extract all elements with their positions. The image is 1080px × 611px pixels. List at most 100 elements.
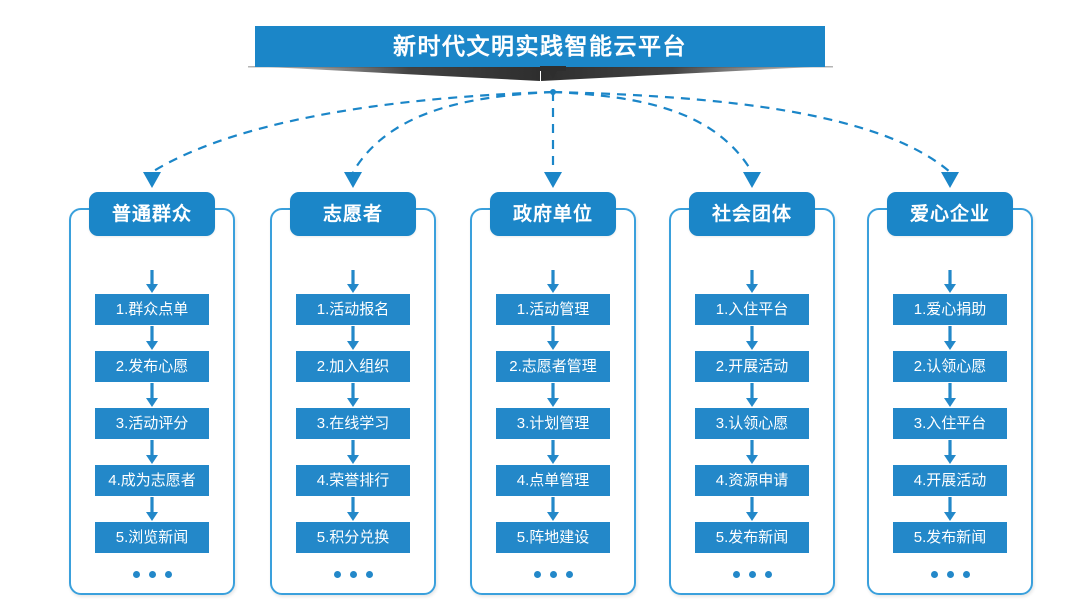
arrow-down-icon	[270, 382, 436, 408]
flow-step-label: 2.认领心愿	[913, 358, 987, 375]
flow-step: 2.开展活动	[669, 351, 835, 382]
flow-step-button[interactable]: 1.入住平台	[695, 294, 809, 325]
column-header-badge-volunteer[interactable]: 志愿者	[290, 192, 416, 236]
arrow-down-icon	[867, 382, 1033, 408]
arrow-down-icon	[669, 325, 835, 351]
ellipsis-dot	[764, 570, 772, 578]
flow-step-button[interactable]: 3.认领心愿	[695, 408, 809, 439]
flow-step-button[interactable]: 2.认领心愿	[893, 351, 1007, 382]
column-header-badge-public[interactable]: 普通群众	[89, 192, 215, 236]
flow-step-button[interactable]: 3.入住平台	[893, 408, 1007, 439]
flow-step-button[interactable]: 3.计划管理	[496, 408, 610, 439]
arrow-down-icon	[669, 439, 835, 465]
column-volunteer: 志愿者 1.活动报名 2.加入组织 3.在线学习 4.荣誉排行 5.积分兑换	[270, 192, 436, 595]
arrow-down-icon	[270, 439, 436, 465]
flow-step: 3.在线学习	[270, 408, 436, 439]
flow-step-label: 2.志愿者管理	[509, 358, 597, 375]
more-items-ellipsis	[470, 553, 636, 595]
flow-step: 3.入住平台	[867, 408, 1033, 439]
arrow-down-icon	[867, 325, 1033, 351]
arrow-down-icon	[69, 496, 235, 522]
more-items-ellipsis	[69, 553, 235, 595]
column-header-label: 政府单位	[512, 203, 593, 225]
flow-step-button[interactable]: 2.发布心愿	[95, 351, 209, 382]
page-title: 新时代文明实践智能云平台	[393, 33, 687, 59]
flow-step-label: 3.认领心愿	[715, 415, 789, 432]
flow-step: 5.发布新闻	[669, 522, 835, 553]
more-items-ellipsis	[867, 553, 1033, 595]
flow-step-button[interactable]: 2.志愿者管理	[496, 351, 610, 382]
flow-step: 2.认领心愿	[867, 351, 1033, 382]
more-items-ellipsis	[270, 553, 436, 595]
ellipsis-dot	[565, 570, 573, 578]
flow-step-button[interactable]: 4.资源申请	[695, 465, 809, 496]
flow-step-label: 5.发布新闻	[715, 529, 789, 546]
caret-down-icon	[540, 66, 566, 88]
arrow-down-icon	[867, 496, 1033, 522]
flow-step-button[interactable]: 4.荣誉排行	[296, 465, 410, 496]
arrow-down-icon	[669, 270, 835, 294]
flow-step: 4.成为志愿者	[69, 465, 235, 496]
flow-step: 4.点单管理	[470, 465, 636, 496]
column-item-list: 1.群众点单 2.发布心愿 3.活动评分 4.成为志愿者 5.浏览新闻	[69, 270, 235, 595]
arrow-down-icon	[470, 439, 636, 465]
flow-step-button[interactable]: 4.开展活动	[893, 465, 1007, 496]
ellipsis-dot	[748, 570, 756, 578]
column-header-badge-social-group[interactable]: 社会团体	[689, 192, 815, 236]
ellipsis-dot	[930, 570, 938, 578]
arrow-down-icon	[470, 496, 636, 522]
flow-step-button[interactable]: 3.活动评分	[95, 408, 209, 439]
flow-step-label: 2.发布心愿	[115, 358, 189, 375]
flow-step-label: 5.阵地建设	[516, 529, 590, 546]
flow-step-label: 5.积分兑换	[316, 529, 390, 546]
column-header-label: 社会团体	[711, 203, 792, 225]
flow-step: 3.计划管理	[470, 408, 636, 439]
ellipsis-dot	[962, 570, 970, 578]
column-header-label: 志愿者	[322, 203, 383, 225]
flow-step-label: 5.浏览新闻	[115, 529, 189, 546]
flow-step-button[interactable]: 4.成为志愿者	[95, 465, 209, 496]
column-item-list: 1.活动报名 2.加入组织 3.在线学习 4.荣誉排行 5.积分兑换	[270, 270, 436, 595]
arrow-down-icon	[69, 325, 235, 351]
flow-step-label: 4.开展活动	[913, 472, 987, 489]
flow-step-label: 2.开展活动	[715, 358, 789, 375]
arrow-down-icon	[470, 325, 636, 351]
flow-step: 5.阵地建设	[470, 522, 636, 553]
flow-step: 1.入住平台	[669, 294, 835, 325]
arrow-down-icon	[69, 382, 235, 408]
column-header-badge-government[interactable]: 政府单位	[490, 192, 616, 236]
column-header-badge-enterprise[interactable]: 爱心企业	[887, 192, 1013, 236]
arrow-down-icon	[470, 382, 636, 408]
flow-step-button[interactable]: 2.开展活动	[695, 351, 809, 382]
flow-step-button[interactable]: 1.活动报名	[296, 294, 410, 325]
flow-step-button[interactable]: 1.群众点单	[95, 294, 209, 325]
flow-step-button[interactable]: 5.浏览新闻	[95, 522, 209, 553]
flow-step-label: 1.活动管理	[516, 301, 590, 318]
flow-step-button[interactable]: 5.阵地建设	[496, 522, 610, 553]
ellipsis-dot	[365, 570, 373, 578]
flow-step-button[interactable]: 5.积分兑换	[296, 522, 410, 553]
arrow-down-icon	[867, 439, 1033, 465]
arrow-down-icon	[470, 270, 636, 294]
flow-step-label: 2.加入组织	[316, 358, 390, 375]
flow-step-label: 3.计划管理	[516, 415, 590, 432]
flow-step-button[interactable]: 5.发布新闻	[893, 522, 1007, 553]
flow-step-button[interactable]: 5.发布新闻	[695, 522, 809, 553]
flow-step-button[interactable]: 1.活动管理	[496, 294, 610, 325]
flow-step-button[interactable]: 2.加入组织	[296, 351, 410, 382]
column-header-label: 爱心企业	[909, 203, 990, 225]
column-public: 普通群众 1.群众点单 2.发布心愿 3.活动评分 4.成为志愿者 5.浏览新闻	[69, 192, 235, 595]
flow-step-label: 3.入住平台	[913, 415, 987, 432]
arrow-down-icon	[669, 382, 835, 408]
flow-step: 1.群众点单	[69, 294, 235, 325]
arrow-down-icon	[69, 270, 235, 294]
ellipsis-dot	[533, 570, 541, 578]
flow-step: 1.活动报名	[270, 294, 436, 325]
flow-step-button[interactable]: 3.在线学习	[296, 408, 410, 439]
flow-step: 5.发布新闻	[867, 522, 1033, 553]
more-items-ellipsis	[669, 553, 835, 595]
flow-step-label: 4.成为志愿者	[108, 472, 196, 489]
flow-step-button[interactable]: 4.点单管理	[496, 465, 610, 496]
flow-step-button[interactable]: 1.爱心捐助	[893, 294, 1007, 325]
flow-step: 1.爱心捐助	[867, 294, 1033, 325]
